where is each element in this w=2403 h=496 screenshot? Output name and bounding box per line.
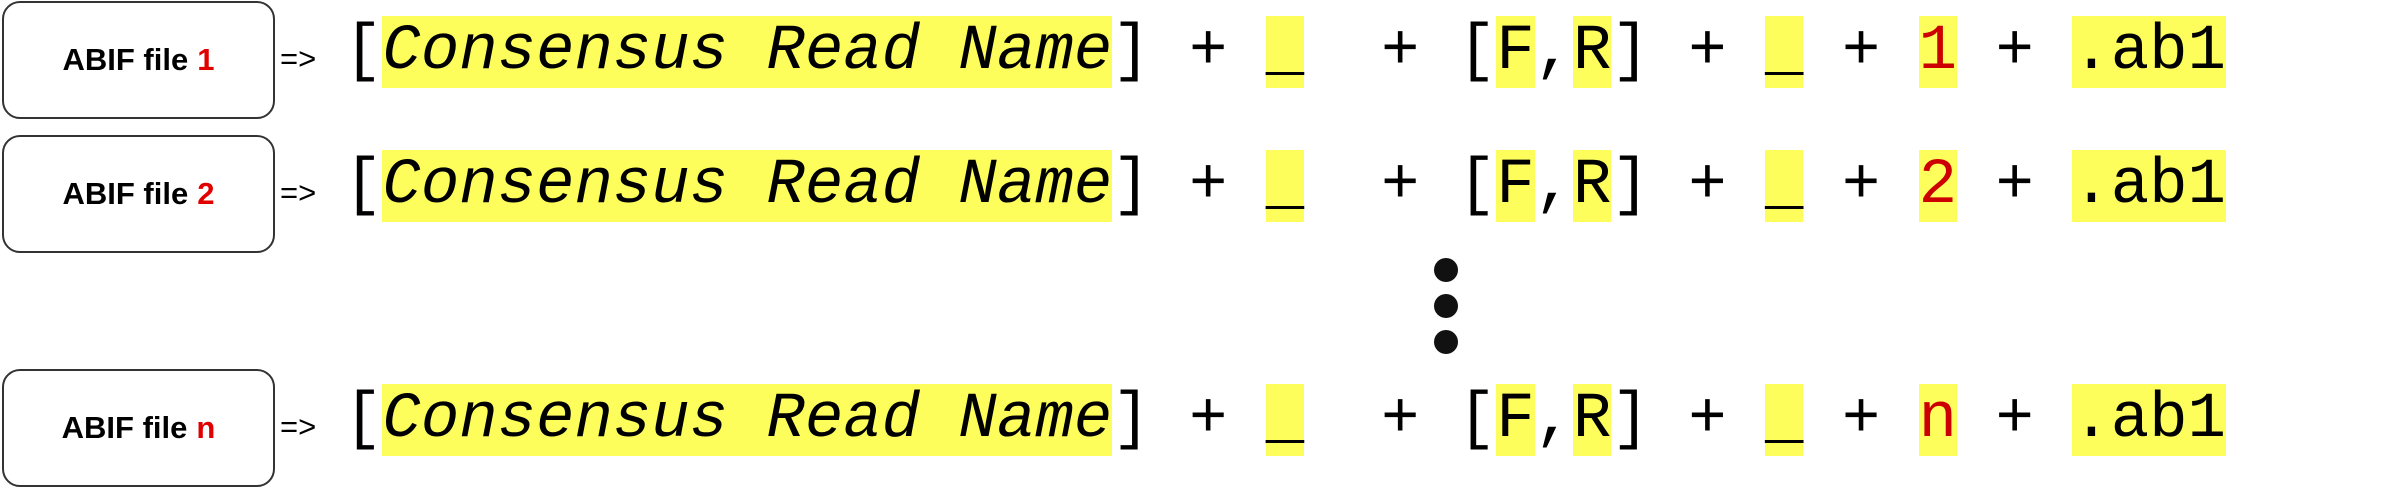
comma: , xyxy=(1534,384,1573,456)
plus-sign: + xyxy=(1841,384,1881,456)
consensus-read-name: Consensus Read Name xyxy=(382,16,1113,88)
direction-close-bracket: ] xyxy=(1611,150,1650,222)
mapping-row-1: ABIF file 1 => [Consensus Read Name] + _… xyxy=(0,1,2403,121)
plus-sign: + xyxy=(1688,150,1727,222)
open-bracket: [ xyxy=(344,384,383,456)
plus-sign: + xyxy=(1995,150,2034,222)
direction-close-bracket: ] xyxy=(1611,16,1650,88)
underscore-separator: _ xyxy=(1265,384,1305,456)
file-index: 2 xyxy=(1918,150,1958,222)
close-bracket: ] xyxy=(1112,16,1151,88)
reverse-marker: R xyxy=(1573,150,1612,222)
arrow: => xyxy=(280,41,317,76)
reverse-marker: R xyxy=(1573,16,1612,88)
filename-formula: [Consensus Read Name] + _ + [F,R] + _ + … xyxy=(344,147,2226,225)
open-bracket: [ xyxy=(344,16,383,88)
abif-file-box-2: ABIF file 2 xyxy=(2,135,275,253)
plus-sign: + xyxy=(1995,16,2034,88)
plus-sign: + xyxy=(1688,384,1727,456)
plus-sign: + xyxy=(1841,16,1881,88)
mapping-row-2: ABIF file 2 => [Consensus Read Name] + _… xyxy=(0,135,2403,255)
forward-marker: F xyxy=(1496,384,1535,456)
ellipsis-dot xyxy=(1434,258,1458,282)
file-index: 1 xyxy=(1918,16,1958,88)
filename-formula: [Consensus Read Name] + _ + [F,R] + _ + … xyxy=(344,13,2226,91)
plus-sign: + xyxy=(1841,150,1881,222)
direction-open-bracket: [ xyxy=(1457,16,1497,88)
plus-sign: + xyxy=(1380,16,1420,88)
plus-sign: + xyxy=(1688,16,1727,88)
direction-close-bracket: ] xyxy=(1611,384,1650,456)
open-bracket: [ xyxy=(344,150,383,222)
file-index: n xyxy=(1918,384,1958,456)
file-extension: .ab1 xyxy=(2072,16,2226,88)
forward-marker: F xyxy=(1496,16,1535,88)
underscore-separator: _ xyxy=(1265,16,1305,88)
ellipsis-dot xyxy=(1434,294,1458,318)
file-extension: .ab1 xyxy=(2072,384,2226,456)
abif-file-box-1: ABIF file 1 xyxy=(2,1,275,119)
ellipsis-dot xyxy=(1434,330,1458,354)
file-extension: .ab1 xyxy=(2072,150,2226,222)
abif-file-index: 1 xyxy=(197,42,215,77)
abif-file-label: ABIF file xyxy=(62,42,189,77)
close-bracket: ] xyxy=(1112,384,1151,456)
consensus-read-name: Consensus Read Name xyxy=(382,150,1113,222)
arrow: => xyxy=(280,175,317,210)
abif-file-label: ABIF file xyxy=(62,176,189,211)
plus-sign: + xyxy=(1380,150,1420,222)
plus-sign: + xyxy=(1188,150,1228,222)
consensus-read-name: Consensus Read Name xyxy=(382,384,1113,456)
reverse-marker: R xyxy=(1573,384,1612,456)
underscore-separator: _ xyxy=(1265,150,1305,222)
comma: , xyxy=(1534,150,1573,222)
close-bracket: ] xyxy=(1112,150,1151,222)
abif-file-index: n xyxy=(196,410,216,445)
plus-sign: + xyxy=(1188,16,1228,88)
forward-marker: F xyxy=(1496,150,1535,222)
filename-formula: [Consensus Read Name] + _ + [F,R] + _ + … xyxy=(344,381,2226,459)
direction-open-bracket: [ xyxy=(1457,384,1497,456)
underscore-separator: _ xyxy=(1765,384,1804,456)
plus-sign: + xyxy=(1995,384,2034,456)
abif-file-label: ABIF file xyxy=(61,410,188,445)
arrow: => xyxy=(280,409,317,444)
abif-file-index: 2 xyxy=(197,176,215,211)
abif-file-box-n: ABIF file n xyxy=(2,369,275,487)
mapping-row-n: ABIF file n => [Consensus Read Name] + _… xyxy=(0,369,2403,489)
underscore-separator: _ xyxy=(1765,16,1804,88)
plus-sign: + xyxy=(1188,384,1228,456)
comma: , xyxy=(1534,16,1573,88)
direction-open-bracket: [ xyxy=(1457,150,1497,222)
underscore-separator: _ xyxy=(1765,150,1804,222)
plus-sign: + xyxy=(1380,384,1420,456)
